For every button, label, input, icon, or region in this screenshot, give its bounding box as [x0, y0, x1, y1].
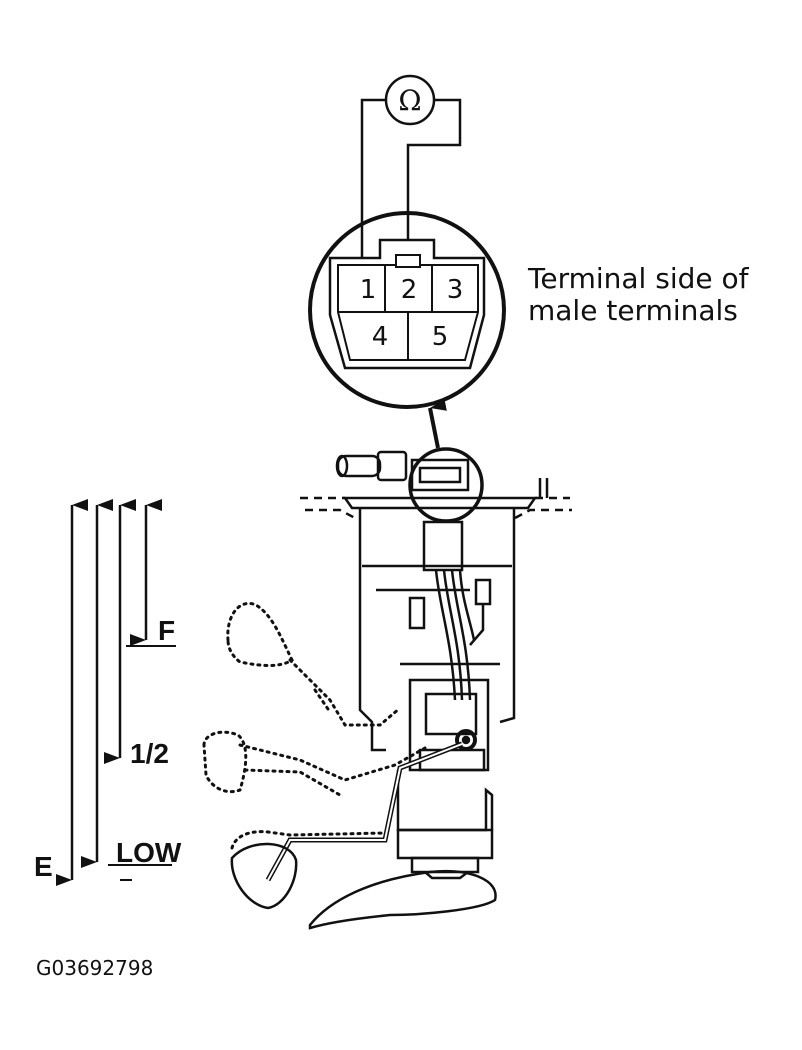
fuel-pump-assembly: [230, 450, 572, 930]
callout-line-1: Terminal side of: [527, 262, 750, 295]
meter-lead-left: [360, 98, 386, 270]
pin-5-label: 5: [432, 322, 449, 352]
float-ghost-full: [226, 602, 294, 667]
callout-line-2: male terminals: [528, 294, 738, 327]
pin-1-label: 1: [360, 275, 377, 305]
float-level-indicators: [56, 499, 176, 886]
pin-3-label: 3: [447, 275, 464, 305]
level-label-empty: E: [34, 851, 53, 882]
magnifier-circle: [308, 211, 506, 409]
connector-housing: [328, 238, 486, 370]
ohm-symbol: Ω: [398, 84, 421, 117]
ohmmeter: Ω: [360, 74, 462, 270]
float-ghost-half: [202, 730, 248, 794]
level-label-half: 1/2: [130, 738, 169, 769]
float-ghost-low: [230, 830, 387, 850]
level-label-full: F: [158, 615, 175, 646]
connector-magnified: 1 2 3 4 5: [308, 211, 506, 409]
level-label-low: LOW: [116, 837, 182, 868]
zoom-arrow: [428, 398, 447, 449]
float-position-ghosts: [202, 602, 427, 850]
figure-code: G03692798: [36, 956, 153, 980]
pin-2-label: 2: [401, 275, 418, 305]
pin-4-label: 4: [372, 322, 389, 352]
meter-lead-right: [406, 98, 462, 255]
